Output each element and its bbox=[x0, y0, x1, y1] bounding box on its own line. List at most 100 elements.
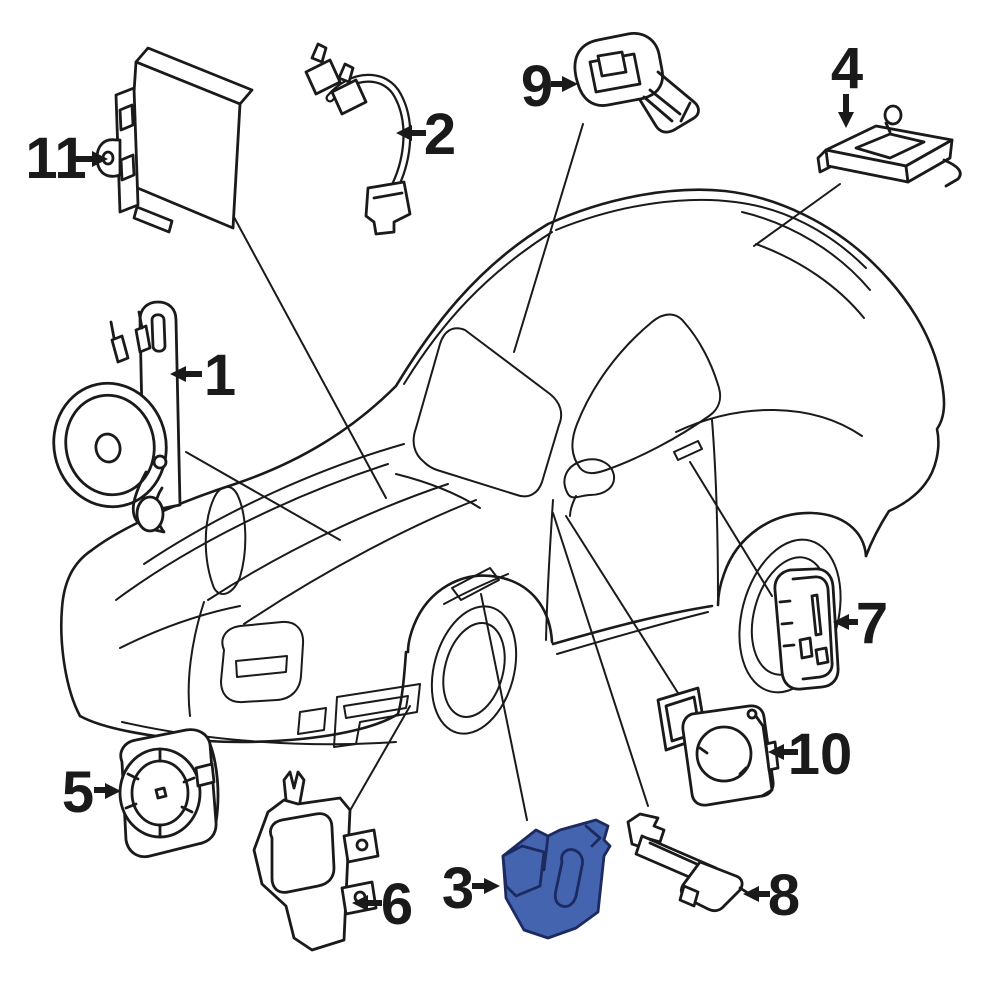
trunk-shutline bbox=[755, 243, 865, 319]
callout-7[interactable]: 7 bbox=[833, 591, 888, 656]
arrow-head bbox=[484, 878, 500, 894]
mirror-stalk bbox=[569, 495, 577, 517]
side-mirror bbox=[563, 458, 616, 499]
callout-5[interactable]: 5 bbox=[62, 760, 121, 825]
front-wheel-arch bbox=[406, 574, 554, 654]
part-8-antenna-module[interactable] bbox=[626, 812, 750, 913]
leader-9 bbox=[513, 123, 584, 353]
door-handle bbox=[673, 440, 703, 461]
leader-1 bbox=[185, 451, 341, 541]
arrow-head bbox=[768, 744, 784, 760]
part-6-siren-mounting-bracket[interactable] bbox=[252, 770, 380, 952]
bumper-slot-left bbox=[297, 707, 327, 735]
bumper-intake-slot bbox=[343, 695, 409, 719]
rear-glass-line bbox=[741, 211, 871, 291]
part-1-horn-with-bracket[interactable] bbox=[42, 300, 182, 534]
roof-inner-line bbox=[555, 198, 867, 269]
callout-label-8[interactable]: 8 bbox=[768, 863, 800, 928]
arrow-head bbox=[352, 895, 368, 911]
leader-3 bbox=[480, 593, 528, 821]
leader-8 bbox=[552, 512, 649, 807]
part-11-alarm-control-module[interactable] bbox=[95, 46, 254, 234]
cowl-line bbox=[395, 473, 481, 509]
callout-label-2[interactable]: 2 bbox=[424, 102, 456, 167]
fender-vent-line bbox=[443, 573, 509, 605]
rocker-inner-line bbox=[556, 611, 709, 655]
arrow-shaft bbox=[758, 891, 770, 897]
part-4-rear-mounting-bracket[interactable] bbox=[816, 104, 962, 188]
arrow-shaft bbox=[843, 94, 849, 114]
hood-crease-1 bbox=[115, 463, 389, 601]
arrow-shaft bbox=[410, 130, 426, 136]
bracket-slot bbox=[553, 848, 584, 908]
haunch-line bbox=[675, 409, 863, 437]
side-window bbox=[571, 313, 722, 475]
callout-1[interactable]: 1 bbox=[170, 343, 236, 408]
bumper-crease bbox=[187, 601, 205, 717]
bumper-intake bbox=[333, 683, 421, 748]
part-5-alarm-siren[interactable] bbox=[118, 728, 220, 859]
callout-8[interactable]: 8 bbox=[743, 863, 800, 928]
callout-11[interactable]: 11 bbox=[25, 126, 108, 191]
callout-label-10[interactable]: 10 bbox=[788, 722, 853, 787]
a-pillar-inner-line bbox=[403, 231, 553, 385]
arrow-shaft bbox=[94, 787, 106, 793]
arrow-head bbox=[396, 125, 412, 141]
callout-9[interactable]: 9 bbox=[521, 54, 578, 119]
hood-crease-2 bbox=[143, 443, 405, 565]
part-10-security-control-module[interactable] bbox=[656, 686, 780, 807]
arrow-head bbox=[562, 76, 578, 92]
arrow-head bbox=[170, 366, 186, 382]
part-9-transmitter-key[interactable] bbox=[573, 32, 700, 134]
arrow-shaft bbox=[68, 156, 94, 162]
door-rear-edge bbox=[711, 419, 719, 601]
callout-label-11[interactable]: 11 bbox=[25, 126, 86, 191]
headlight bbox=[204, 486, 247, 596]
callout-label-7[interactable]: 7 bbox=[856, 591, 888, 656]
arrow-head bbox=[92, 151, 108, 167]
arrow-shaft bbox=[784, 749, 798, 755]
rear-wheel-arch bbox=[716, 511, 868, 607]
arrow-shaft bbox=[186, 371, 202, 377]
door-front-edge bbox=[545, 499, 554, 641]
front-wheel bbox=[430, 605, 518, 735]
bumper-lower-line bbox=[121, 721, 397, 746]
callout-label-6[interactable]: 6 bbox=[381, 872, 413, 937]
leader-lines bbox=[185, 123, 841, 829]
callout-label-3[interactable]: 3 bbox=[442, 856, 474, 921]
car-body-silhouette bbox=[60, 188, 946, 718]
grille-slot bbox=[235, 655, 288, 678]
arrow-shaft bbox=[472, 883, 486, 889]
callout-label-4[interactable]: 4 bbox=[831, 36, 863, 101]
leader-7 bbox=[689, 461, 773, 597]
part-7-remote-transmitter[interactable] bbox=[773, 567, 840, 691]
callout-4[interactable]: 4 bbox=[831, 36, 863, 128]
callout-label-1[interactable]: 1 bbox=[204, 343, 236, 408]
front-lower-body bbox=[78, 650, 408, 744]
part-3-highlighted-bracket[interactable] bbox=[501, 818, 612, 940]
callout-3[interactable]: 3 bbox=[442, 856, 500, 921]
callout-label-5[interactable]: 5 bbox=[62, 760, 94, 825]
callout-10[interactable]: 10 bbox=[768, 722, 852, 787]
leader-6 bbox=[339, 705, 411, 829]
arrow-head bbox=[833, 614, 849, 630]
leader-10 bbox=[565, 515, 691, 713]
windshield bbox=[412, 327, 563, 498]
arrow-head bbox=[743, 886, 759, 902]
arrow-head bbox=[838, 112, 854, 128]
bracket-facet bbox=[501, 844, 546, 898]
callout-6[interactable]: 6 bbox=[352, 872, 413, 937]
arrow-shaft bbox=[848, 619, 858, 625]
leader-11 bbox=[227, 205, 387, 499]
hood-crease-5 bbox=[119, 605, 241, 649]
hood-crease-4 bbox=[243, 499, 477, 625]
arrow-shaft bbox=[368, 900, 382, 906]
callouts: 11 2 9 4 1 bbox=[25, 36, 888, 937]
sill-line bbox=[551, 604, 714, 646]
arrow-shaft bbox=[551, 81, 565, 87]
callout-label-9[interactable]: 9 bbox=[521, 54, 553, 119]
callout-2[interactable]: 2 bbox=[396, 102, 456, 167]
grille bbox=[220, 620, 305, 704]
